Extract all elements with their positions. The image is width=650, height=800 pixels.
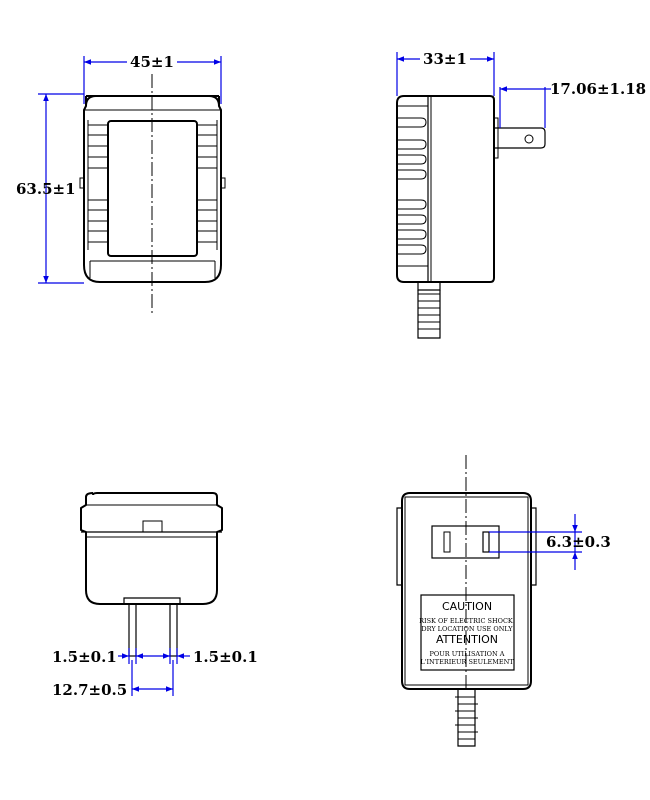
attention-line2: L'INTERIEUR SEULEMENT [420,658,514,666]
slot-height-dim: 6.3±0.3 [546,533,611,551]
caution-line2: DRY LOCATION USE ONLY [421,625,513,633]
caution-title: CAUTION [442,600,492,613]
front-fins-right [197,120,218,250]
caution-line1: RISK OF ELECTRIC SHOCK. [419,617,515,625]
prong-length-dim: 17.06±1.18 [550,80,646,98]
back-cord [455,689,478,747]
side-view: 33±1 17.06±1.18 [396,50,646,339]
prong-spacing-dim: 12.7±0.5 [52,681,127,699]
attention-line1: POUR UTILISATION A [430,650,505,658]
attention-title: ATTENTION [436,633,498,646]
front-width-dim: 45±1 [130,53,174,71]
front-height-dim: 63.5±1 [16,180,76,198]
front-view: 45±1 63.5±1 [16,53,226,316]
prong-thickness-left-dim: 1.5±0.1 [52,648,117,666]
side-fins [398,105,428,267]
bottom-view: 1.5±0.1 1.5±0.1 12.7±0.5 [52,492,258,699]
front-fins-left [87,120,108,250]
prong-thickness-right-dim: 1.5±0.1 [193,648,258,666]
side-cord [417,282,441,339]
side-depth-dim: 33±1 [423,50,467,68]
warning-label: CAUTION RISK OF ELECTRIC SHOCK. DRY LOCA… [419,594,515,671]
back-view: CAUTION RISK OF ELECTRIC SHOCK. DRY LOCA… [396,455,611,747]
